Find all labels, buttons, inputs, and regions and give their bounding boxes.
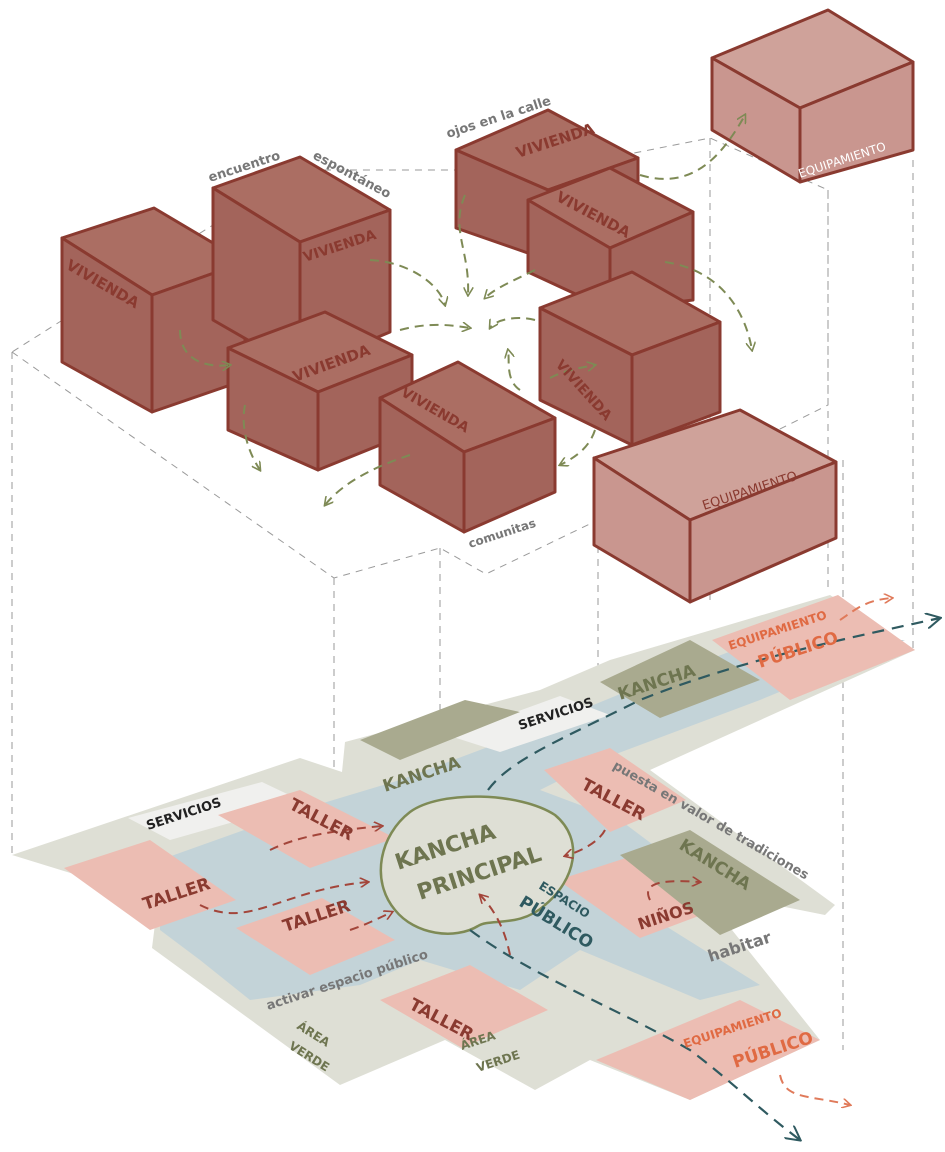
taller-zone-d [360, 700, 520, 760]
arrow-flow [242, 404, 260, 470]
taller-zone-f [544, 748, 686, 832]
arrow-flow [549, 365, 595, 379]
vivienda-block-6 [538, 270, 722, 447]
projection-lines [11, 138, 914, 1050]
arrow-flow [664, 261, 752, 350]
equip-floor-top [712, 595, 915, 700]
kancha-right-zone [620, 830, 800, 935]
arrow-flow [839, 598, 892, 621]
arrow-flow [458, 194, 468, 295]
arrow-flow [325, 454, 411, 505]
arrow-flow [469, 929, 800, 1140]
arrow-flow [490, 317, 536, 328]
floor-plan [12, 595, 915, 1100]
arrow-flow [369, 259, 445, 305]
blocks [60, 8, 915, 604]
taller-zone-c [236, 898, 395, 975]
ninos-zone [558, 856, 720, 938]
arrow-flow [480, 895, 511, 956]
equipamiento-block-2 [592, 408, 838, 604]
arrow-flow [487, 618, 940, 791]
equipamiento-block-1 [710, 8, 915, 184]
arrow-flow [199, 882, 368, 915]
taller-zone-e [380, 965, 548, 1048]
kancha-top-zone [600, 640, 760, 718]
arrow-flow [779, 1074, 850, 1105]
taller-zone-a [218, 790, 395, 868]
floor-arrows [199, 598, 940, 1140]
arrow-flow [179, 329, 230, 366]
taller-zone-b [64, 840, 236, 930]
arrow-flow [399, 325, 470, 330]
arrow-flow [647, 881, 700, 901]
servicios-left-zone [128, 782, 304, 840]
equip-floor-bottom [596, 1000, 820, 1100]
arrow-flow [508, 350, 521, 391]
arrow-flow [639, 115, 745, 180]
arrow-flow [565, 829, 606, 856]
vivienda-block-5 [226, 310, 414, 472]
kancha-principal-blob [379, 795, 575, 935]
green-arrows [179, 115, 752, 505]
arrow-flow [349, 912, 392, 931]
vivienda-block-4 [526, 166, 695, 312]
servicios-top-zone [450, 696, 610, 752]
arrow-flow [485, 269, 536, 298]
vivienda-block-7 [378, 360, 557, 534]
arrow-flow [560, 429, 596, 465]
